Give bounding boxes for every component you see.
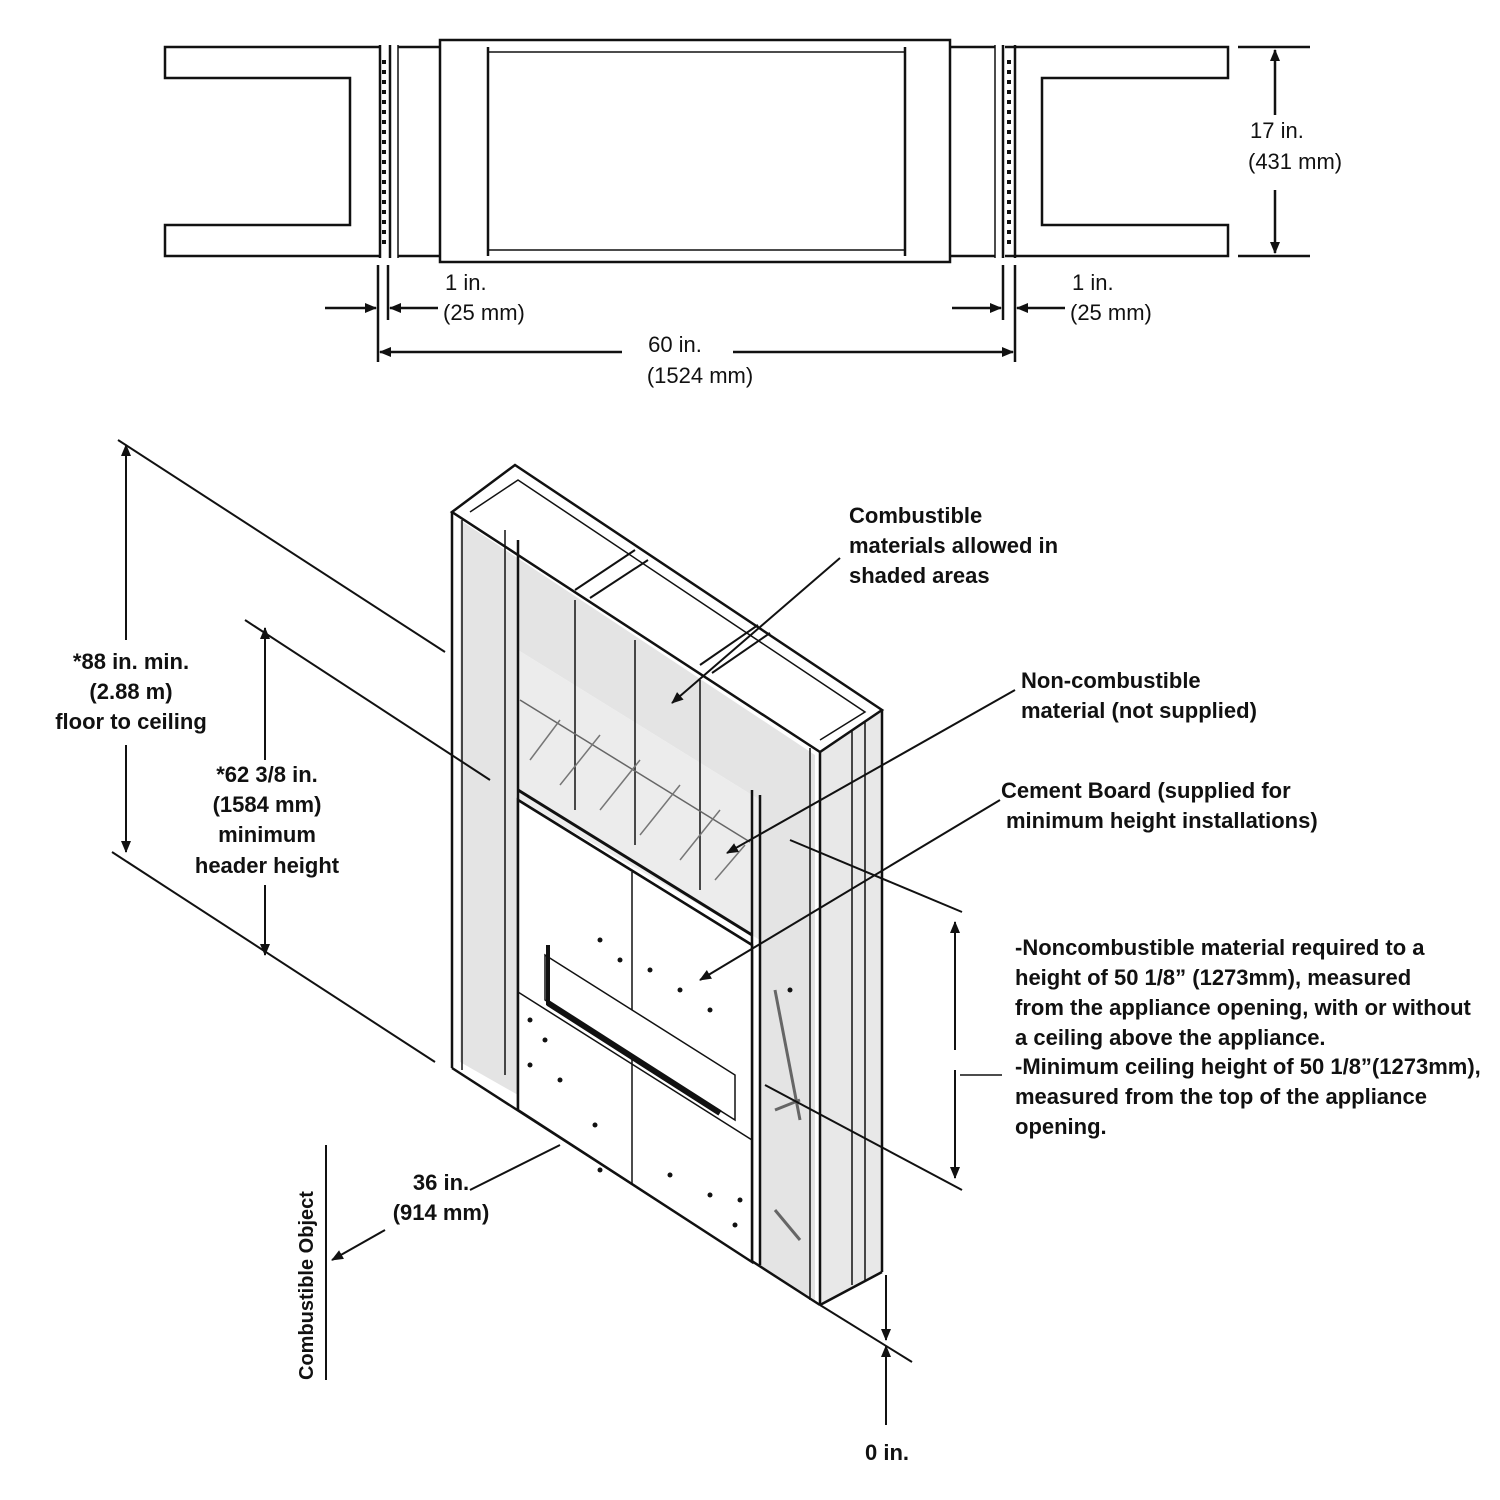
right-gap-mm: (25 mm)	[1070, 300, 1152, 325]
left-bracket	[163, 45, 380, 258]
note-line: -Noncombustible material required to a	[1015, 935, 1425, 960]
header-dim-3: minimum	[218, 822, 316, 847]
width-dim-inch: 60 in.	[648, 332, 702, 357]
note-line: opening.	[1015, 1114, 1107, 1139]
note-line: a ceiling above the appliance.	[1015, 1025, 1326, 1050]
appliance-opening	[544, 953, 736, 1122]
callout-combustible-2: materials allowed in	[849, 533, 1059, 558]
note-line: from the appliance opening, with or with…	[1015, 995, 1471, 1020]
header-dim-4: header height	[194, 853, 340, 878]
callout-cement-board-2: minimum height installations)	[1006, 808, 1318, 833]
note-line: height of 50 1/8” (1273mm), measured	[1015, 965, 1412, 990]
right-bracket	[1005, 45, 1230, 258]
zero-label: 0 in.	[864, 1440, 910, 1465]
floor-ceiling-dim-2: (2.88 m)	[89, 679, 173, 704]
callout-combustible-1: Combustible	[849, 503, 983, 528]
floor-ceiling-dim-3: floor to ceiling	[55, 709, 207, 734]
callout-noncombustible-1: Non-combustible	[1021, 668, 1201, 693]
top-view	[163, 38, 1310, 362]
width-dim-mm: (1524 mm)	[646, 363, 754, 388]
side-dim-inch: 36 in.	[412, 1170, 470, 1195]
combustible-object-label: Combustible Object	[296, 1191, 318, 1380]
callout-noncombustible-2: material (not supplied)	[1021, 698, 1257, 723]
depth-dim-inch: 17 in.	[1250, 118, 1304, 143]
callout-cement-board-1: Cement Board (supplied for	[1001, 778, 1291, 803]
note-line: -Minimum ceiling height of 50 1/8”(1273m…	[1015, 1054, 1481, 1079]
header-dim-1: *62 3/8 in.	[216, 762, 318, 787]
floor-ceiling-dim-1: *88 in. min.	[72, 649, 190, 674]
side-dim-mm: (914 mm)	[392, 1200, 490, 1225]
iso-view	[111, 439, 1016, 1425]
left-gap-mm: (25 mm)	[443, 300, 525, 325]
header-dim-2: (1584 mm)	[212, 792, 322, 817]
depth-dim-mm: (431 mm)	[1248, 149, 1343, 174]
left-gap-inch: 1 in.	[445, 270, 487, 295]
note-line: measured from the top of the appliance	[1015, 1084, 1427, 1109]
callout-combustible-3: shaded areas	[849, 563, 990, 588]
right-gap-inch: 1 in.	[1072, 270, 1114, 295]
center-chase	[438, 38, 952, 264]
